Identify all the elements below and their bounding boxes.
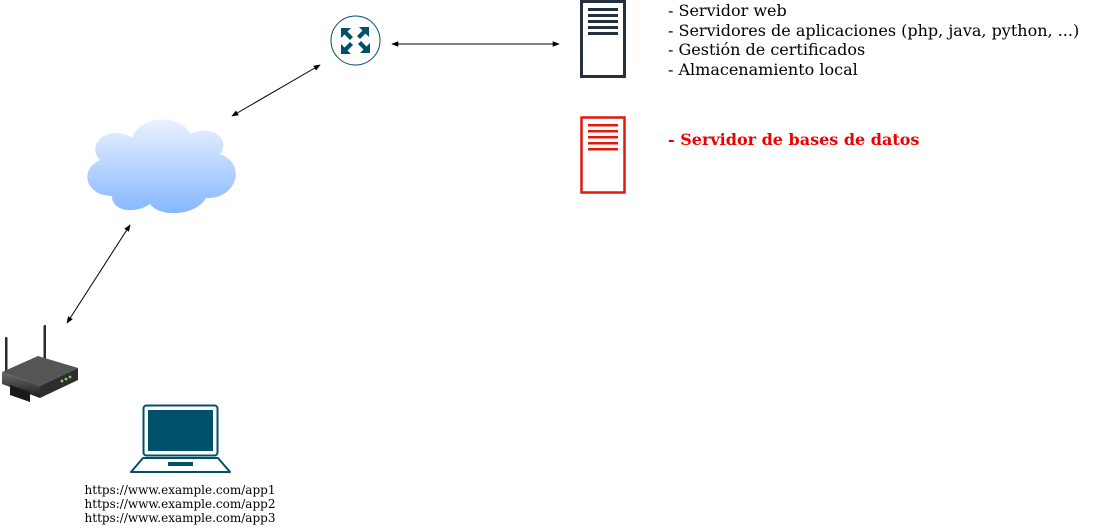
client-url: https://www.example.com/app1	[84, 483, 276, 497]
app-server-description: - Servidor web - Servidores de aplicacio…	[668, 1, 1079, 79]
client-url-list: https://www.example.com/app1 https://www…	[80, 483, 280, 525]
connector-cloud-to-router	[231, 64, 321, 117]
wireless-router-icon	[2, 325, 78, 402]
database-server-icon	[580, 116, 626, 194]
laptop-icon	[130, 404, 231, 473]
app-server-line: - Servidor web	[668, 1, 787, 20]
connector-cloud-to-wireless-router	[66, 224, 131, 324]
db-server-description: - Servidor de bases de datos	[668, 130, 920, 149]
server-icon	[580, 0, 626, 78]
client-url: https://www.example.com/app2	[84, 497, 276, 511]
client-url: https://www.example.com/app3	[84, 511, 276, 525]
app-server-line: - Gestión de certificados	[668, 40, 866, 59]
cloud-icon	[87, 119, 236, 214]
app-server-line: - Servidores de aplicaciones (php, java,…	[668, 20, 1080, 40]
router-icon	[330, 15, 381, 66]
app-server-line: - Almacenamiento local	[668, 59, 858, 79]
